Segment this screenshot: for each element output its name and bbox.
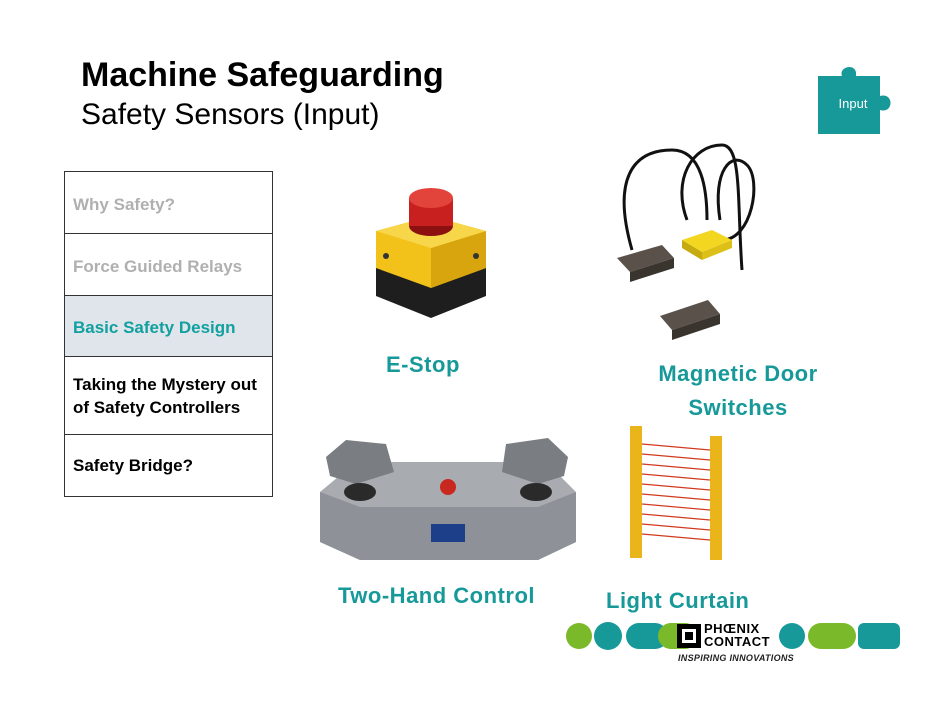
light-curtain-image	[630, 426, 722, 560]
brand-tagline: INSPIRING INNOVATIONS	[678, 653, 794, 663]
nav-item-safety-controllers[interactable]: Taking the Mystery out of Safety Control…	[65, 357, 272, 435]
nav-item-force-guided-relays[interactable]: Force Guided Relays	[65, 234, 272, 296]
phoenix-contact-logo-icon	[677, 624, 701, 648]
topic-nav: Why Safety? Force Guided Relays Basic Sa…	[64, 171, 273, 497]
input-badge-label: Input	[838, 96, 868, 111]
estop-image	[376, 188, 486, 318]
puzzle-piece-icon	[818, 66, 891, 134]
two-hand-control-caption: Two-Hand Control	[338, 583, 535, 608]
nav-item-safety-bridge[interactable]: Safety Bridge?	[73, 455, 193, 475]
magnetic-caption-line2: Switches	[688, 395, 788, 420]
nav-item-basic-safety-design[interactable]: Basic Safety Design	[65, 296, 272, 357]
estop-caption: E-Stop	[386, 352, 460, 377]
magnetic-caption-line1: Magnetic Door	[658, 361, 818, 386]
slide-subtitle: Safety Sensors (Input)	[81, 98, 380, 131]
two-hand-control-image	[320, 438, 576, 560]
slide-title: Machine Safeguarding	[81, 56, 444, 94]
brand-logo-text-2: CONTACT	[704, 634, 771, 649]
light-curtain-caption: Light Curtain	[606, 588, 750, 613]
brand-logo-text-1: PHŒNIX	[704, 621, 760, 636]
nav-item-why-safety[interactable]: Why Safety?	[65, 172, 272, 234]
magnetic-door-switches-image	[617, 143, 756, 340]
